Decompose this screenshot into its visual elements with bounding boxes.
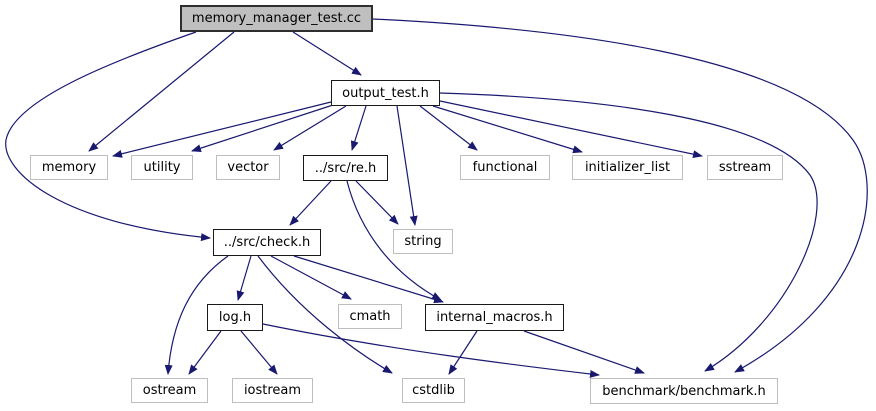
edge-output_test-to-benchmark bbox=[439, 92, 818, 372]
node-iostream[interactable]: iostream bbox=[232, 378, 313, 403]
node-output-test-h[interactable]: output_test.h bbox=[331, 80, 440, 106]
edge-output_test-to-functional bbox=[419, 105, 478, 151]
edge-output_test-to-sstream bbox=[439, 100, 703, 159]
edge-check-to-cmath bbox=[270, 255, 352, 300]
node-label: ../src/check.h bbox=[223, 235, 311, 250]
node-initializer-list[interactable]: initializer_list bbox=[572, 155, 683, 180]
edge-check-to-cstdlib bbox=[257, 255, 393, 374]
edge-output_test-to-vector bbox=[273, 105, 347, 151]
node-cmath[interactable]: cmath bbox=[338, 304, 402, 329]
edge-output_test-to-memory bbox=[112, 101, 332, 158]
edge-check-to-log bbox=[236, 255, 252, 301]
node-string[interactable]: string bbox=[393, 229, 453, 254]
node-label: cmath bbox=[349, 309, 391, 324]
node-label: cstdlib bbox=[412, 383, 455, 398]
node-label: functional bbox=[472, 160, 538, 175]
node-vector[interactable]: vector bbox=[216, 155, 280, 180]
edge-root-to-check bbox=[5, 31, 211, 242]
node-label: utility bbox=[143, 160, 181, 175]
node-label: string bbox=[404, 234, 442, 249]
edge-output_test-to-re bbox=[350, 105, 367, 151]
edge-root-to-memory bbox=[88, 31, 235, 152]
node-label: output_test.h bbox=[342, 85, 429, 101]
node-label: log.h bbox=[218, 310, 252, 325]
node-utility[interactable]: utility bbox=[131, 155, 193, 180]
edge-re-to-internal_macros bbox=[346, 180, 442, 301]
edge-output_test-to-string bbox=[396, 105, 418, 226]
edge-check-to-ostream bbox=[164, 255, 229, 375]
node-label: memory bbox=[41, 160, 97, 175]
node-log-h[interactable]: log.h bbox=[207, 304, 263, 331]
edge-internal_macros-to-benchmark bbox=[523, 330, 645, 374]
edge-internal_macros-to-cstdlib bbox=[448, 330, 478, 375]
node-cstdlib[interactable]: cstdlib bbox=[402, 378, 465, 403]
node-internal-macros-h[interactable]: internal_macros.h bbox=[425, 304, 564, 331]
node-label: benchmark/benchmark.h bbox=[602, 383, 766, 399]
edge-log-to-ostream bbox=[188, 330, 222, 375]
edge-log-to-benchmark bbox=[262, 323, 600, 378]
edge-root-to-output_test bbox=[292, 31, 362, 76]
node-src-re-h[interactable]: ../src/re.h bbox=[303, 155, 388, 181]
node-label: internal_macros.h bbox=[436, 310, 553, 325]
edge-output_test-to-utility bbox=[191, 104, 334, 153]
node-label: ostream bbox=[142, 383, 197, 398]
node-label: iostream bbox=[243, 383, 302, 398]
node-label: ../src/re.h bbox=[314, 160, 377, 176]
node-memory[interactable]: memory bbox=[30, 155, 108, 180]
node-label: sstream bbox=[718, 160, 772, 175]
node-label: vector bbox=[227, 160, 269, 175]
edge-root-to-benchmark bbox=[372, 18, 868, 373]
node-benchmark-benchmark-h[interactable]: benchmark/benchmark.h bbox=[590, 378, 778, 404]
node-label: initializer_list bbox=[584, 160, 671, 175]
edge-output_test-to-initializer_list bbox=[432, 105, 583, 154]
node-src-check-h[interactable]: ../src/check.h bbox=[213, 229, 321, 256]
node-label: memory_manager_test.cc bbox=[191, 11, 362, 26]
node-sstream[interactable]: sstream bbox=[707, 155, 783, 180]
edge-log-to-iostream bbox=[240, 330, 278, 375]
node-ostream[interactable]: ostream bbox=[131, 378, 208, 403]
node-memory-manager-test-cc[interactable]: memory_manager_test.cc bbox=[180, 5, 373, 32]
node-functional[interactable]: functional bbox=[460, 155, 550, 180]
edge-check-to-internal_macros bbox=[293, 255, 444, 304]
edge-re-to-check bbox=[289, 180, 332, 226]
edge-re-to-string bbox=[355, 180, 399, 225]
